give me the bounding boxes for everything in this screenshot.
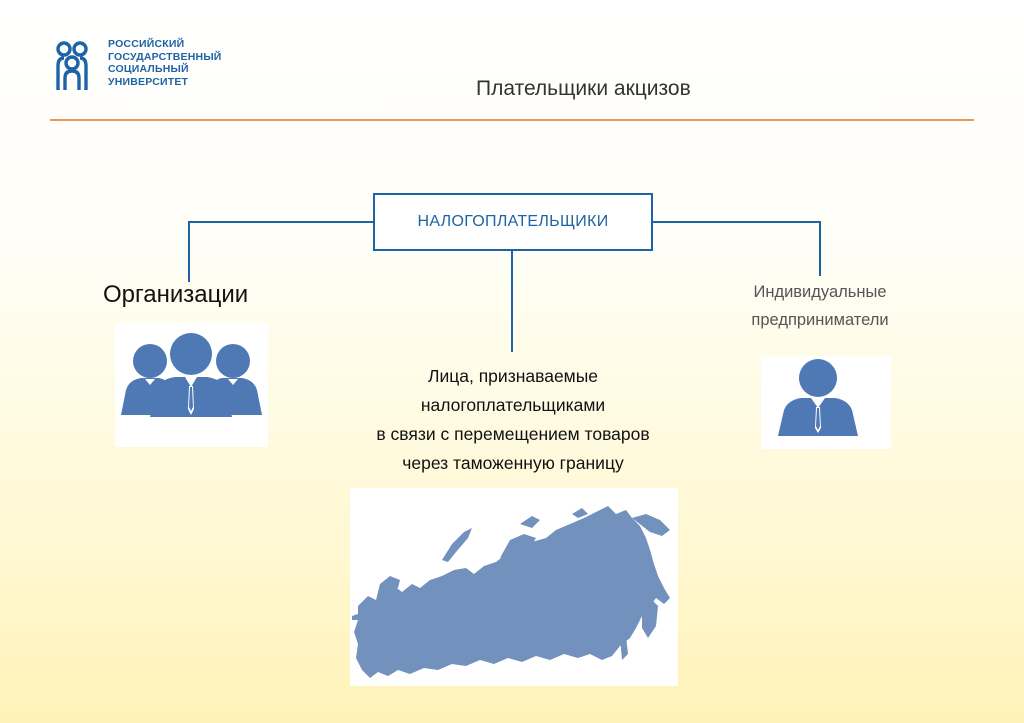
connector-right bbox=[653, 221, 821, 276]
university-logo-text: РОССИЙСКИЙ ГОСУДАРСТВЕННЫЙ СОЦИАЛЬНЫЙ УН… bbox=[108, 38, 222, 88]
individual-entrepreneurs-label: Индивидуальные предприниматели bbox=[751, 283, 889, 329]
central-node-label: НАЛОГОПЛАТЕЛЬЩИКИ bbox=[417, 213, 609, 230]
russia-map-icon bbox=[350, 488, 678, 686]
group-of-people-icon bbox=[115, 323, 268, 447]
person-icon bbox=[761, 356, 891, 449]
header-divider bbox=[50, 119, 974, 121]
page-title: Плательщики акцизов bbox=[476, 77, 691, 100]
central-node-box: НАЛОГОПЛАТЕЛЬЩИКИ bbox=[373, 193, 653, 251]
organizations-label: Организации bbox=[103, 281, 249, 308]
customs-taxpayers-label: Лица, признаваемые налогоплательщиками в… bbox=[376, 366, 650, 473]
connector-left bbox=[188, 221, 373, 282]
people-group-logo-icon bbox=[56, 41, 88, 90]
